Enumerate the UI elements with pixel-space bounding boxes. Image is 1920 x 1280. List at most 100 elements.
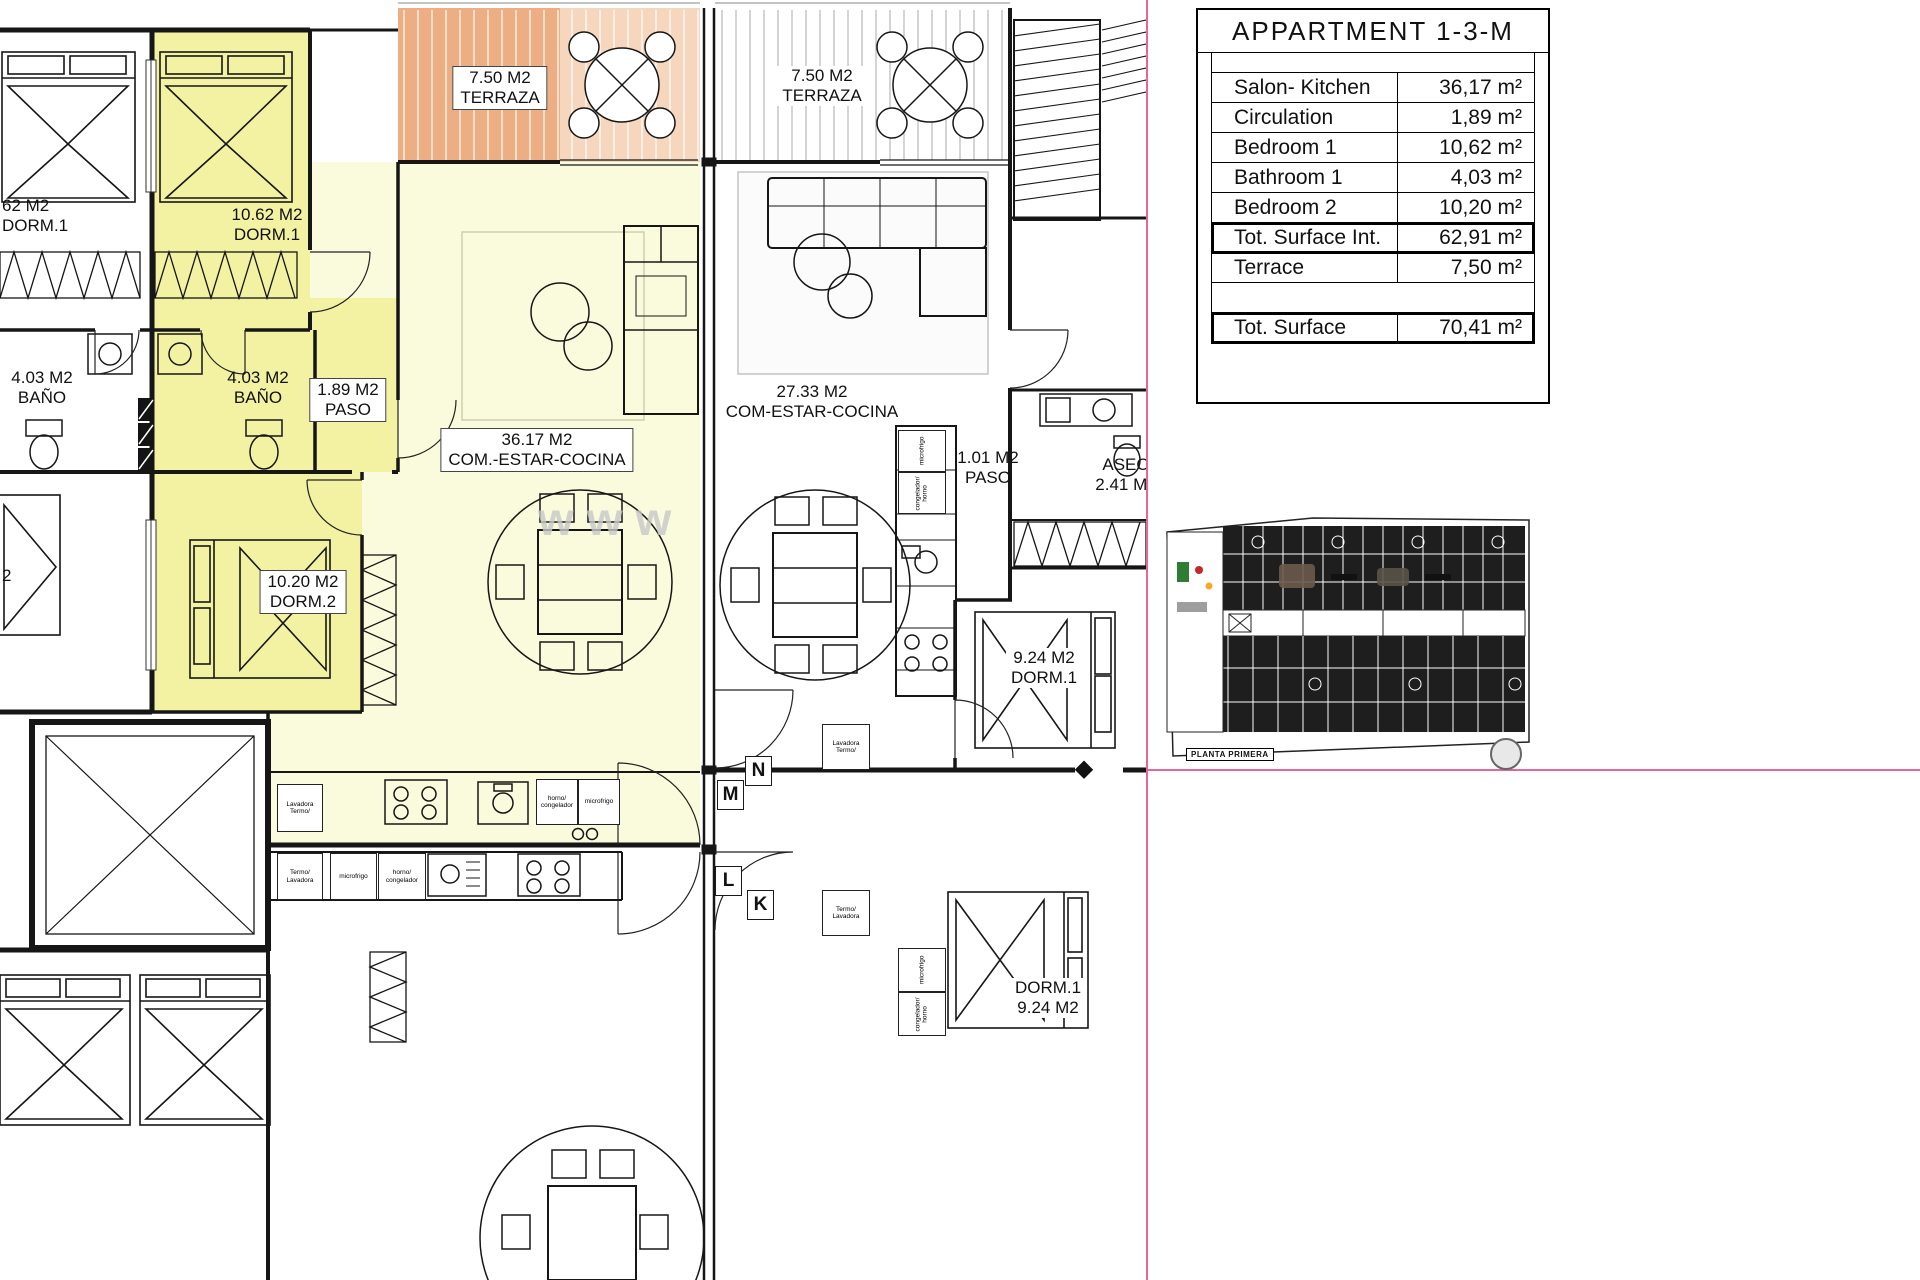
table-row-bedroom1: Bedroom 1 10,62 m²: [1212, 133, 1534, 163]
stair-letter-n: N: [745, 756, 772, 786]
table-row-salon-kitchen: Salon- Kitchen 36,17 m²: [1212, 73, 1534, 103]
table-row-bathroom1: Bathroom 1 4,03 m²: [1212, 163, 1534, 193]
elevator-core: [29, 719, 271, 951]
room-area: 36.17 M2: [501, 430, 573, 449]
appliance-label-washer2: Termo/ Lavadora: [277, 853, 323, 900]
room-area: 4.03 M2: [227, 368, 289, 387]
room-area: DORM.1: [1014, 978, 1082, 997]
appliance-label-fridge: microfrigo: [578, 779, 620, 825]
bathroom-fixtures: [25, 333, 1141, 477]
room-label-dorm1: 10.62 M2 DORM.1: [232, 205, 303, 245]
room-label-dorm1-cut: 62 M2 DORM.1: [2, 196, 68, 236]
windows: [145, 59, 157, 671]
room-label-terraza-left: 7.50 M2 TERRAZA: [452, 66, 548, 111]
beds: [0, 51, 1116, 1126]
room-name: TERRAZA: [782, 86, 862, 106]
floor-overview-thumbnail: [1163, 506, 1533, 768]
appliance-label-washer: Lavadora Termo/: [277, 784, 323, 832]
room-area: 7.50 M2: [469, 68, 531, 87]
table-row-total-interior: Tot. Surface Int. 62,91 m²: [1211, 222, 1535, 254]
room-label-terraza-right: 7.50 M2 TERRAZA: [777, 66, 867, 107]
row-value: 10,62 m²: [1439, 135, 1522, 159]
terrace-tables: [568, 31, 984, 139]
room-label-dorm1-right: 9.24 M2 DORM.1: [1005, 648, 1083, 689]
living-furniture: [461, 171, 989, 1280]
row-label: Circulation: [1212, 103, 1398, 132]
appliance-label-fridge-right: microfrigo: [898, 430, 946, 472]
stairs-hatch: [1013, 19, 1146, 221]
room-name: TERRAZA: [460, 88, 540, 108]
room-area: 27.33 M2: [776, 382, 848, 401]
appliance-label-fridge-bottom: microfrigo: [898, 948, 946, 992]
panel-divider-line: [1146, 769, 1920, 771]
room-label-dorm1-bottom: DORM.1 9.24 M2: [1009, 978, 1087, 1019]
appliance-label-oven: horno/ congelador: [536, 779, 578, 825]
room-name: COM.-ESTAR-COCINA: [448, 450, 626, 470]
row-value: 4,03 m²: [1450, 165, 1522, 189]
row-value: 62,91 m²: [1439, 225, 1522, 249]
row-label: Salon- Kitchen: [1212, 73, 1398, 102]
stair-letter-k: K: [747, 890, 774, 920]
room-label-paso-right: 1.01 M2 PASO: [957, 448, 1018, 488]
room-area: 10.20 M2: [267, 572, 339, 591]
watermark: www: [538, 493, 685, 545]
floor-plan-drawing: [0, 2, 1146, 1280]
room-name: BAÑO: [233, 388, 283, 408]
room-area: 1.89 M2: [317, 380, 379, 399]
shaft-boxes: [138, 398, 154, 471]
row-value: 70,41 m²: [1439, 315, 1522, 339]
appliance-label-fridge2: microfrigo: [330, 853, 377, 900]
area-table: APPARTMENT 1-3-M Salon- Kitchen 36,17 m²…: [1196, 8, 1550, 404]
appliance-label-washer-right: Lavadora Termo/: [822, 724, 870, 770]
table-grid: Salon- Kitchen 36,17 m² Circulation 1,89…: [1211, 53, 1535, 344]
wardrobe-hatch: [0, 249, 1146, 1043]
row-value: 7,50 m²: [1450, 255, 1522, 279]
table-row-circulation: Circulation 1,89 m²: [1212, 103, 1534, 133]
floor-plan: 7.50 M2 TERRAZA 7.50 M2 TERRAZA 62 M2 DO…: [0, 2, 1146, 1280]
table-spacer: [1212, 53, 1534, 73]
row-label: Bedroom 1: [1212, 133, 1398, 162]
appliance-label-oven2: horno/ congelador: [378, 853, 426, 900]
room-name: 9.24 M2: [1017, 998, 1079, 1018]
room-name: DORM.1: [233, 225, 301, 245]
walls: [0, 8, 1146, 1280]
room-label-dorm2: 10.20 M2 DORM.2: [259, 570, 347, 615]
room-area: 62 M2: [2, 196, 50, 215]
door-marker: [1074, 760, 1094, 779]
room-label-bano: 4.03 M2 BAÑO: [227, 368, 288, 408]
room-label-paso: 1.89 M2 PASO: [309, 378, 387, 423]
kitchens: [384, 425, 957, 897]
row-label: Terrace: [1212, 253, 1398, 282]
room-label-salon-right: 27.33 M2 COM-ESTAR-COCINA: [720, 382, 904, 423]
table-title: APPARTMENT 1-3-M: [1198, 10, 1548, 53]
room-name: BAÑO: [17, 388, 67, 408]
table-spacer: [1212, 283, 1534, 313]
plan-boundary-line: [1146, 0, 1148, 1280]
table-row-terrace: Terrace 7,50 m²: [1212, 253, 1534, 283]
room-area: 1.01 M2: [957, 448, 1019, 467]
room-area: 7.50 M2: [791, 66, 853, 85]
room-name: PASO: [325, 400, 371, 420]
row-value: 1,89 m²: [1450, 105, 1522, 129]
room-area: 4.03 M2: [11, 368, 73, 387]
appliance-label-washer-bottom: Termo/ Lavadora: [822, 890, 870, 936]
table-row-bedroom2: Bedroom 2 10,20 m²: [1212, 193, 1534, 223]
row-value: 36,17 m²: [1439, 75, 1522, 99]
appliance-label-freezer-bottom: congelador/ horno: [898, 992, 946, 1036]
room-name: DORM.1: [1010, 668, 1078, 688]
room-area: 2: [2, 566, 12, 585]
room-area: 9.24 M2: [1013, 648, 1075, 667]
room-area: ASEO: [1102, 455, 1146, 474]
thumbnail-logo-icon: [1490, 738, 1522, 770]
stair-letter-m: M: [717, 780, 744, 810]
door-arcs: [94, 251, 1069, 935]
stair-letter-l: L: [715, 866, 742, 896]
row-label: Bedroom 2: [1212, 193, 1398, 222]
row-value: 10,20 m²: [1439, 195, 1522, 219]
appliance-label-freezer-right: congelador/ horno: [898, 472, 946, 514]
table-row-total-surface: Tot. Surface 70,41 m²: [1211, 312, 1535, 344]
room-name: 2.41 M2: [1095, 475, 1146, 495]
row-label: Tot. Surface Int.: [1212, 223, 1398, 252]
room-label-aseo: ASEO 2.41 M2: [1095, 455, 1146, 495]
